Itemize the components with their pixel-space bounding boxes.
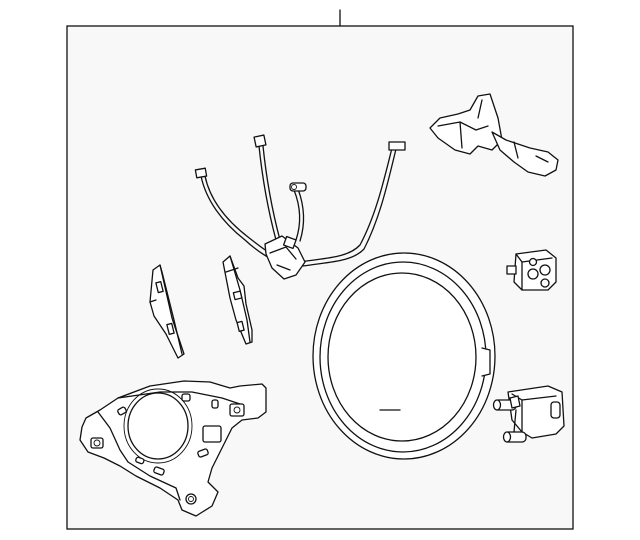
switch-assembly (492, 385, 565, 443)
left-bracket (149, 264, 185, 359)
lower-cover (79, 380, 267, 517)
right-bracket (222, 255, 253, 345)
steering-wheel-ring (312, 252, 496, 460)
connector-block (506, 249, 557, 291)
wiring-harness (194, 134, 406, 280)
paddle-shifter (429, 93, 559, 177)
